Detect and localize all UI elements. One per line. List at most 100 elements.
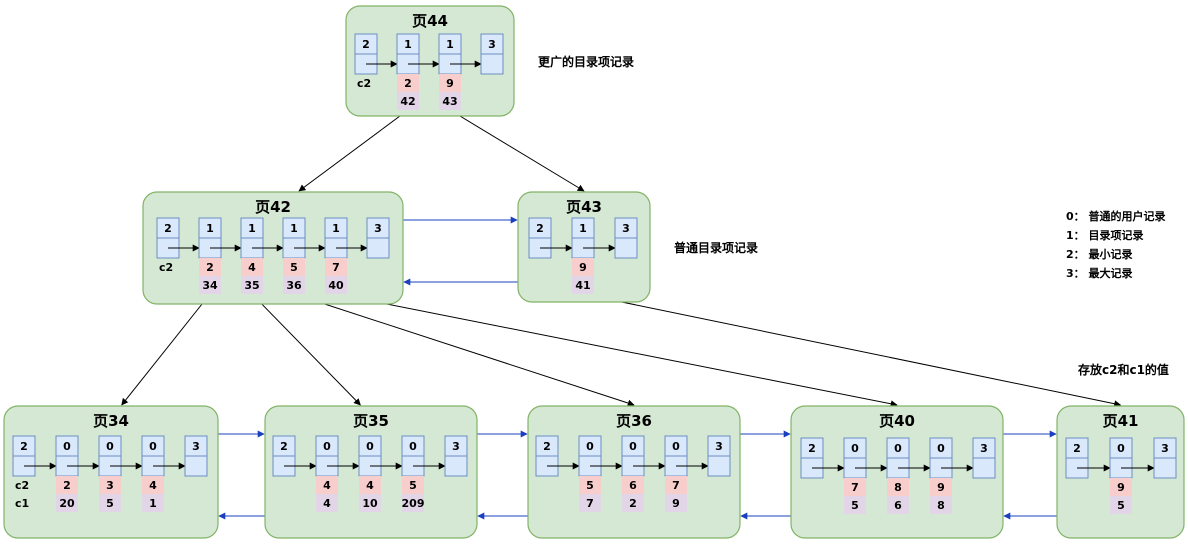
key-cell bbox=[325, 258, 347, 276]
record: 3 bbox=[707, 435, 731, 477]
key-cell bbox=[199, 258, 221, 276]
pointer-cell bbox=[930, 496, 952, 514]
record-type-label: 0 bbox=[366, 440, 374, 453]
key-cell bbox=[844, 478, 866, 496]
record: 062 bbox=[621, 435, 645, 512]
legend-item: 1： 目录项记录 bbox=[1066, 229, 1143, 242]
page-title: 页43 bbox=[566, 198, 602, 216]
pointer-cell bbox=[572, 276, 594, 294]
record-type-label: 3 bbox=[192, 440, 200, 453]
pointer-cell bbox=[316, 494, 338, 512]
page-or-c1-value: 36 bbox=[286, 279, 302, 292]
key-cell bbox=[241, 258, 263, 276]
key-value: 5 bbox=[290, 261, 298, 274]
record-next-cell bbox=[480, 53, 504, 75]
key-value: 7 bbox=[672, 479, 680, 492]
pointer-cell bbox=[402, 494, 424, 512]
record: 2 bbox=[528, 217, 552, 259]
page-or-c1-value: 35 bbox=[244, 279, 259, 292]
legend-item: 2： 最小记录 bbox=[1066, 247, 1132, 261]
key-value: 8 bbox=[894, 481, 902, 494]
note-stored-values: 存放c2和c1的值 bbox=[1077, 362, 1169, 377]
record: 3 bbox=[1153, 437, 1177, 479]
pointer-cell bbox=[439, 92, 461, 110]
record-type-label: 3 bbox=[1161, 442, 1169, 455]
record-type-label: 3 bbox=[622, 222, 630, 235]
key-cell bbox=[359, 476, 381, 494]
key-cell bbox=[665, 476, 687, 494]
record-type-label: 3 bbox=[980, 442, 988, 455]
key-value: 4 bbox=[323, 479, 331, 492]
page-or-c1-value: 5 bbox=[106, 497, 114, 510]
child-pointer-link bbox=[293, 293, 635, 407]
page-or-c1-value: 43 bbox=[442, 95, 457, 108]
key-cell bbox=[142, 476, 164, 494]
key-value: 7 bbox=[332, 261, 340, 274]
key-value: 2 bbox=[206, 261, 214, 274]
label-c1: c1 bbox=[15, 497, 29, 510]
note-higher-directory: 更广的目录项记录 bbox=[538, 54, 634, 69]
record-type-label: 1 bbox=[290, 222, 298, 235]
record-next-cell bbox=[444, 455, 468, 477]
record-type-label: 0 bbox=[149, 440, 157, 453]
record: 2 bbox=[272, 435, 296, 477]
record-type-label: 0 bbox=[1117, 442, 1125, 455]
legend-item: 0： 普通的用户记录 bbox=[1066, 209, 1165, 223]
record: 079 bbox=[664, 435, 688, 512]
page-or-c1-value: 209 bbox=[402, 497, 425, 510]
key-value: 4 bbox=[248, 261, 256, 274]
record: 075 bbox=[843, 437, 867, 514]
record-type-label: 0 bbox=[894, 442, 902, 455]
record-type-label: 0 bbox=[937, 442, 945, 455]
page-title: 页34 bbox=[93, 412, 129, 430]
legend: 0： 普通的用户记录 1： 目录项记录 2： 最小记录 3： 最大记录 bbox=[1066, 209, 1165, 280]
key-cell bbox=[1110, 478, 1132, 496]
key-value: 2 bbox=[63, 479, 71, 492]
page-or-c1-value: 6 bbox=[894, 499, 902, 512]
record: 2 bbox=[12, 435, 36, 477]
page-title: 页42 bbox=[255, 198, 291, 216]
child-pointer-link bbox=[449, 109, 585, 192]
key-cell bbox=[622, 476, 644, 494]
record-type-label: 0 bbox=[323, 440, 331, 453]
page-or-c1-value: 40 bbox=[328, 279, 344, 292]
record: 0 8 6 bbox=[886, 437, 910, 514]
label-c2: c2 bbox=[159, 261, 173, 274]
key-cell bbox=[397, 74, 419, 92]
record-type-label: 0 bbox=[672, 440, 680, 453]
pointer-cell bbox=[56, 494, 78, 512]
key-value: 2 bbox=[404, 77, 412, 90]
key-cell bbox=[579, 476, 601, 494]
pointer-cell bbox=[1110, 496, 1132, 514]
notes-layer: 更广的目录项记录 普通目录项记录 存放c2和c1的值 0： 普通的用户记录 1：… bbox=[538, 54, 1169, 377]
page-title: 页35 bbox=[353, 412, 389, 430]
record: 2 bbox=[354, 33, 378, 75]
pointer-cell bbox=[665, 494, 687, 512]
key-value: 5 bbox=[586, 479, 594, 492]
label-c2: c2 bbox=[15, 479, 29, 492]
key-value: 6 bbox=[629, 479, 637, 492]
record: 041 bbox=[141, 435, 165, 512]
key-cell bbox=[99, 476, 121, 494]
note-normal-directory: 普通目录项记录 bbox=[674, 240, 758, 255]
key-cell bbox=[402, 476, 424, 494]
record-type-label: 2 bbox=[280, 440, 288, 453]
page-or-c1-value: 1 bbox=[149, 497, 157, 510]
label-c2: c2 bbox=[357, 77, 371, 90]
page-title: 页36 bbox=[616, 412, 652, 430]
record: 095 bbox=[1109, 437, 1133, 514]
